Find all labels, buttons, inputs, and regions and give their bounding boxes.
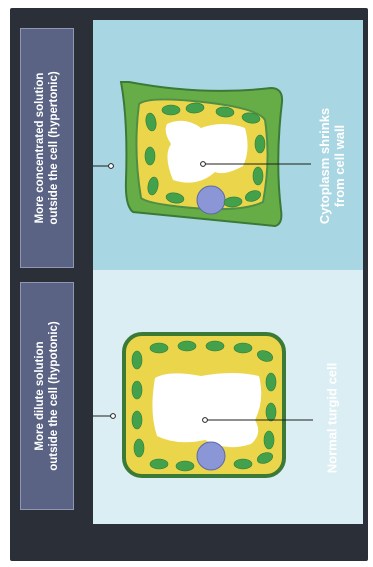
chloroplast xyxy=(134,439,144,457)
turgid-dot xyxy=(203,418,208,423)
vacuole-turgid xyxy=(152,373,261,447)
turgid-label-text: Normal turgid cell xyxy=(325,363,340,474)
hypertonic-label-line1: More concentrated solution xyxy=(33,71,47,224)
cell-diagram xyxy=(93,20,363,524)
plasmolysed-cell xyxy=(121,82,282,226)
chloroplast xyxy=(234,343,252,353)
hypotonic-label: More dilute solution outside the cell (h… xyxy=(33,321,61,471)
shrinks-label-line2: from cell wall xyxy=(332,108,347,224)
hypertonic-label-box: More concentrated solution outside the c… xyxy=(20,28,74,268)
chloroplast xyxy=(176,461,194,471)
chloroplast xyxy=(132,351,142,369)
hypotonic-dot xyxy=(111,414,116,419)
chloroplast xyxy=(266,403,276,421)
chloroplast xyxy=(162,105,180,115)
shrinks-label: Cytoplasm shrinks from cell wall xyxy=(317,108,347,224)
hypotonic-label-box: More dilute solution outside the cell (h… xyxy=(20,282,74,510)
chloroplast xyxy=(145,147,155,165)
chloroplast xyxy=(150,343,168,353)
turgid-cell xyxy=(124,334,284,476)
nucleus-plasmolysed xyxy=(197,186,225,214)
chloroplast xyxy=(253,167,263,185)
chloroplast xyxy=(178,341,196,351)
chloroplast xyxy=(266,373,276,391)
turgid-label: Normal turgid cell xyxy=(325,363,340,474)
cell-panels: Cytoplasm shrinks from cell wall Normal … xyxy=(93,20,363,524)
hypotonic-label-line1: More dilute solution xyxy=(33,321,47,471)
chloroplast xyxy=(132,411,142,429)
chloroplast xyxy=(132,381,142,399)
hypertonic-dot xyxy=(109,164,114,169)
chloroplast xyxy=(255,135,265,153)
chloroplast xyxy=(234,459,252,469)
shrinks-dot xyxy=(201,162,206,167)
chloroplast xyxy=(264,431,274,449)
hypotonic-label-line2: outside the cell (hypotonic) xyxy=(47,321,61,471)
hypertonic-label: More concentrated solution outside the c… xyxy=(33,71,61,224)
chloroplast xyxy=(150,459,168,469)
chloroplast xyxy=(206,341,224,351)
nucleus-turgid xyxy=(197,442,225,470)
shrinks-label-line1: Cytoplasm shrinks xyxy=(317,108,332,224)
hypertonic-label-line2: outside the cell (hypertonic) xyxy=(47,71,61,224)
